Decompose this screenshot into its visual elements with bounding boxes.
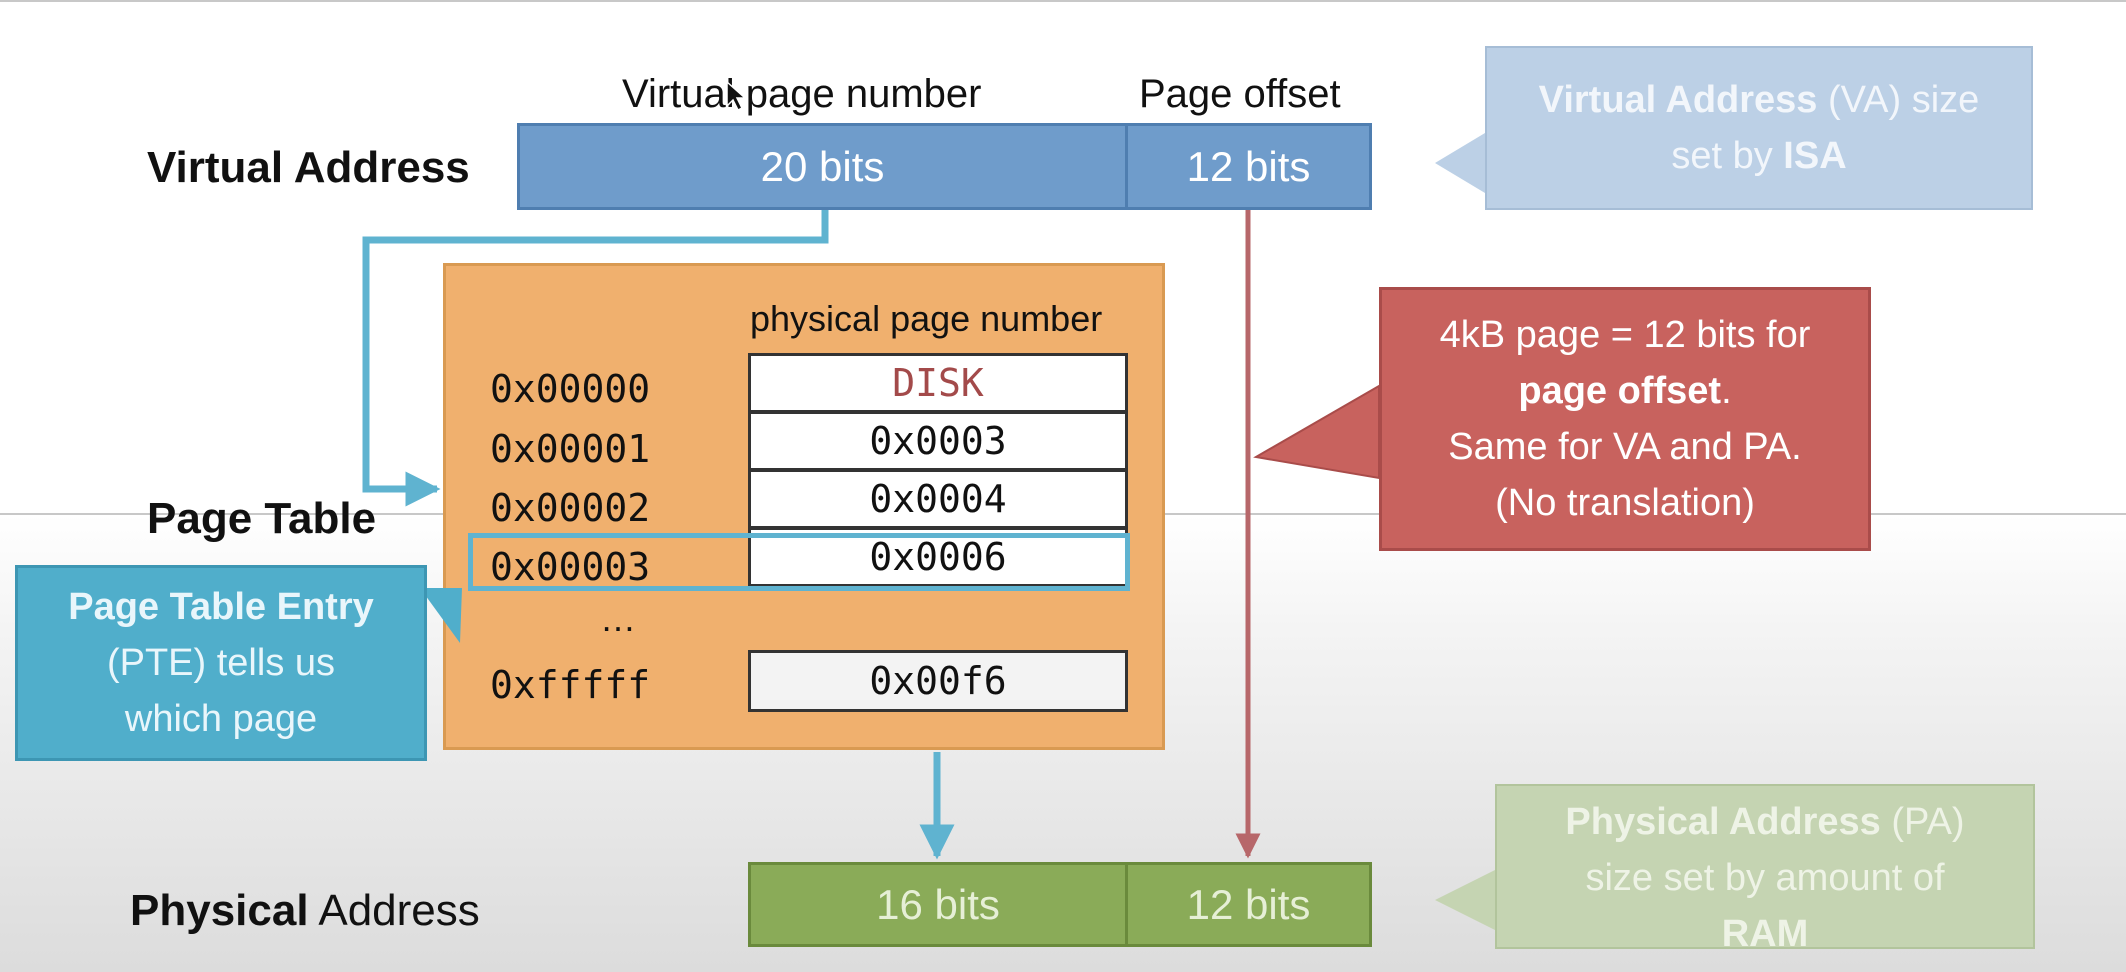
pt-index-0: 0x00000 xyxy=(490,367,651,411)
ppn-field: 16 bits xyxy=(748,862,1128,947)
vpn-to-page-table-arrow xyxy=(362,210,829,507)
offset-header: Page offset xyxy=(1139,72,1341,116)
pa-offset-field: 12 bits xyxy=(1125,862,1372,947)
pa-size-callout: Physical Address (PA) size set by amount… xyxy=(1495,784,2035,949)
ppn-column-header: physical page number xyxy=(750,298,1103,339)
top-divider xyxy=(0,0,2126,2)
pt-index-1: 0x00001 xyxy=(490,427,651,471)
pt-value-4: 0x00f6 xyxy=(748,650,1128,712)
pt-ellipsis: … xyxy=(600,598,636,639)
pt-index-2: 0x00002 xyxy=(490,486,651,530)
pte-callout: Page Table Entry (PTE) tells us which pa… xyxy=(15,565,427,761)
pa-callout-pointer xyxy=(1435,870,1495,930)
pte-row-highlight xyxy=(468,533,1130,591)
pt-index-3: 0x00003 xyxy=(490,545,651,589)
va-size-callout: Virtual Address (VA) size set by ISA xyxy=(1485,46,2033,210)
pt-value-2: 0x0004 xyxy=(748,469,1128,529)
va-callout-pointer xyxy=(1435,133,1485,193)
physical-address-title: Physical Address xyxy=(130,886,480,935)
pte-callout-pointer xyxy=(420,588,462,643)
va-offset-field: 12 bits xyxy=(1125,123,1372,210)
virtual-address-title: Virtual Address xyxy=(147,143,470,192)
pt-index-4: 0xfffff xyxy=(490,663,651,707)
pt-value-1: 0x0003 xyxy=(748,411,1128,471)
page-table-title: Page Table xyxy=(147,494,377,543)
vpn-header: Virtual page number xyxy=(622,72,982,116)
offset-note-callout: 4kB page = 12 bits for page offset. Same… xyxy=(1379,287,1871,551)
vpn-field: 20 bits xyxy=(517,123,1128,210)
